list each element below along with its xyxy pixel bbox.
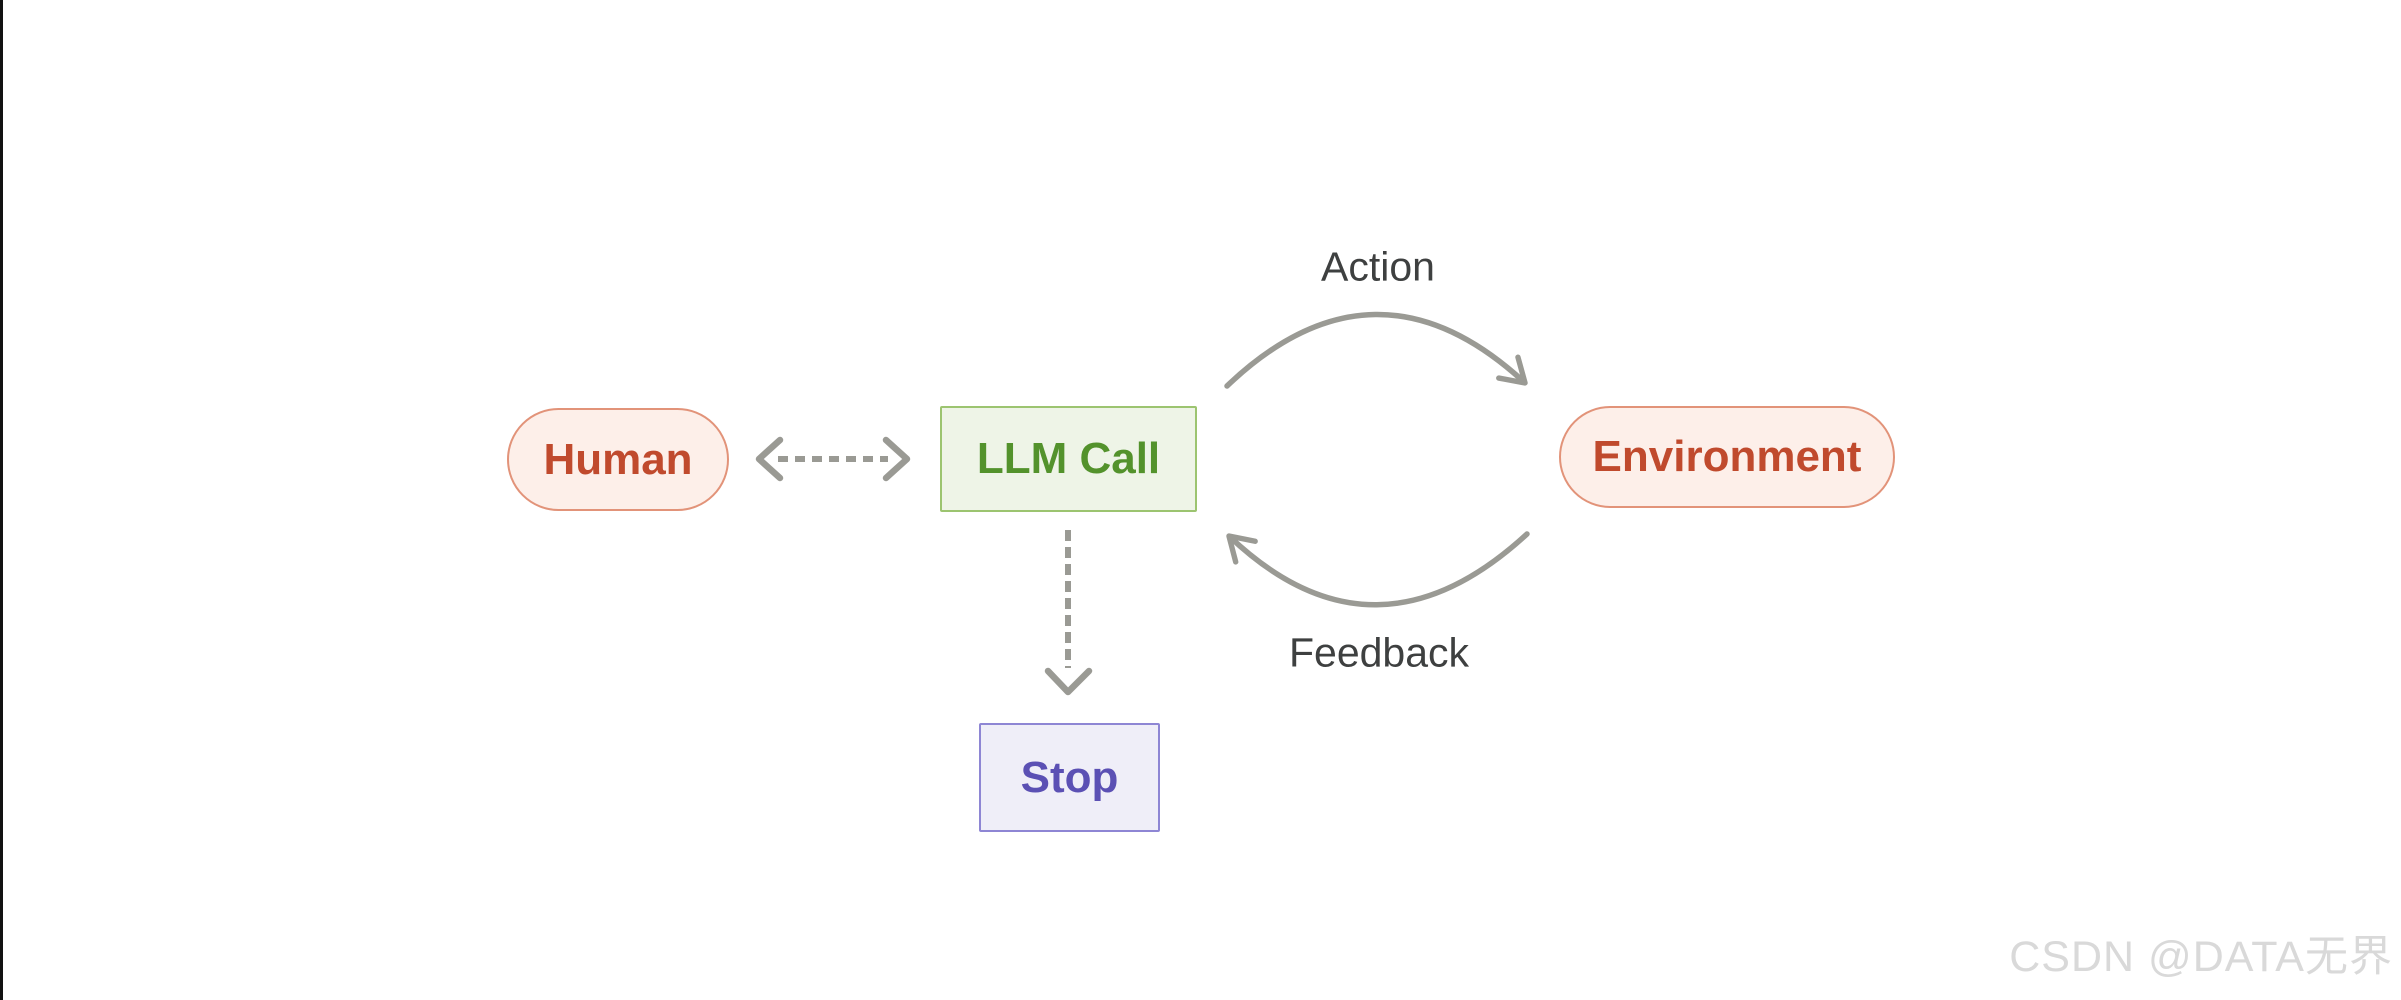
llm-stop-dashed-arrow — [1044, 530, 1093, 696]
feedback-arrow — [1226, 531, 1530, 608]
node-stop: Stop — [979, 723, 1160, 832]
node-human-label: Human — [543, 434, 693, 484]
human-llm-dashed-arrow — [755, 436, 911, 482]
left-edge-line — [0, 0, 3, 1000]
node-environment: Environment — [1559, 406, 1895, 508]
down-chevron-arrowhead-icon — [1044, 667, 1093, 696]
node-stop-label: Stop — [1020, 752, 1119, 802]
csdn-watermark: CSDN @DATA无界 — [2009, 933, 2393, 981]
feedback-edge-label: Feedback — [1288, 629, 1470, 676]
right-chevron-arrowhead-icon — [882, 436, 911, 482]
node-environment-label: Environment — [1592, 432, 1862, 481]
node-llm-call-label: LLM Call — [976, 434, 1161, 483]
node-human: Human — [507, 408, 729, 511]
left-chevron-arrowhead-icon — [755, 436, 784, 482]
action-arrow — [1224, 311, 1528, 389]
node-llm-call: LLM Call — [940, 406, 1197, 512]
action-edge-label: Action — [1321, 243, 1435, 290]
